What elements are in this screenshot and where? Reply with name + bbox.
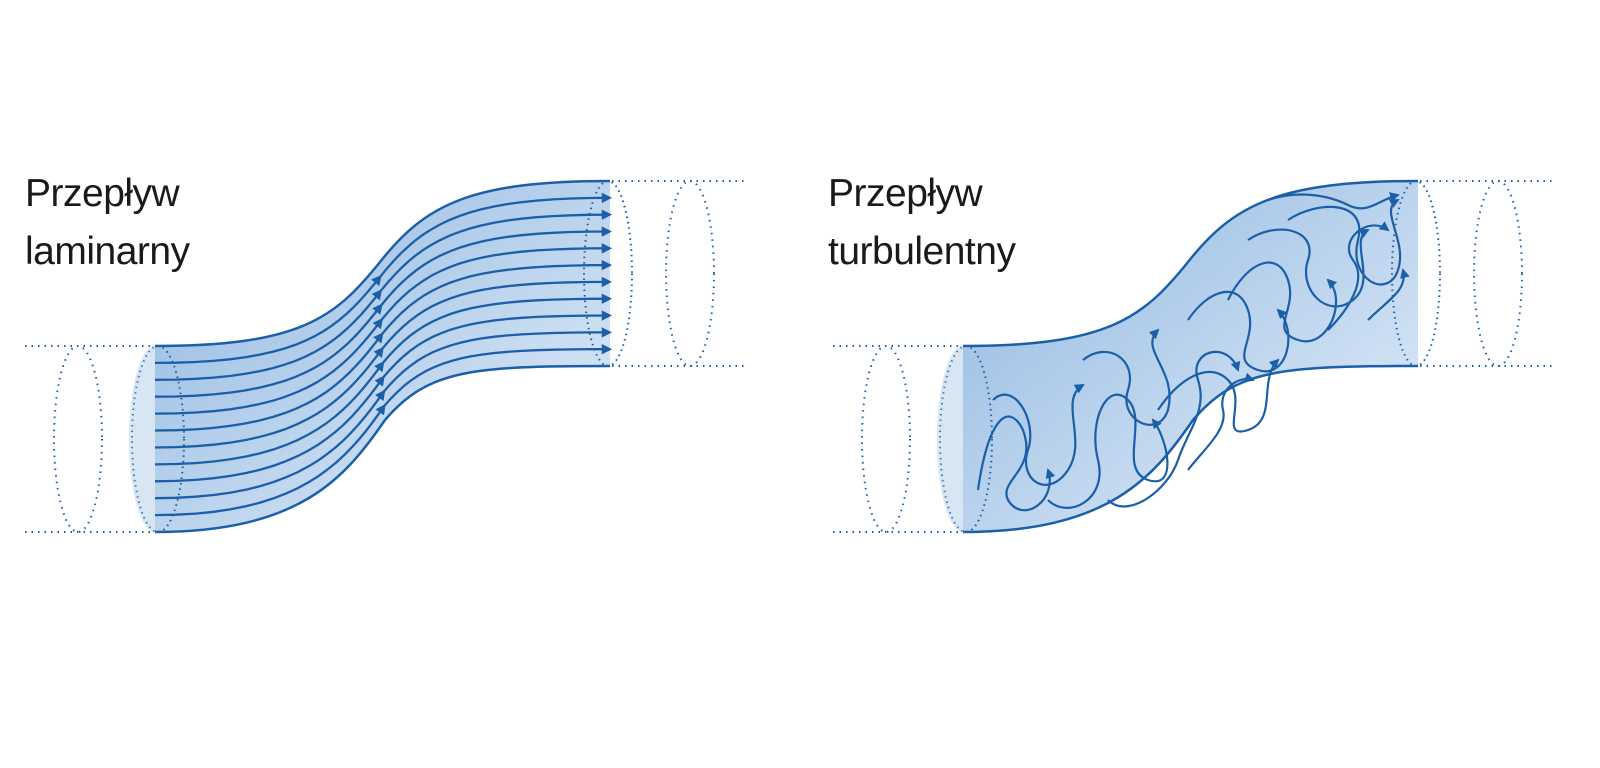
laminar-flow-title: Przepływ laminarny [25,165,190,281]
laminar-streamline [382,293,613,364]
laminar-streamline [154,389,386,500]
outlet-guide-ellipse [1473,180,1523,367]
turbulent-eddy-streamline [1187,290,1290,373]
laminar-streamline [380,209,613,292]
laminar-streamline [381,276,613,349]
turbulent-eddy-streamline [1187,372,1255,471]
pipe-top-edge [154,179,611,348]
laminar-streamline [383,327,613,393]
inlet-guide-ellipse [861,345,911,533]
pipe-outlet-ellipse [1391,180,1441,367]
laminar-streamline [154,403,386,517]
turbulent-eddy-streamline [1157,358,1280,433]
turbulent-eddy-streamline [1227,261,1338,343]
laminar-streamline [154,346,384,449]
pipe-bottom-edge [962,364,1419,534]
turbulent-eddy-streamline [1082,328,1171,426]
turbulent-eddy-streamline [1367,268,1410,321]
turbulent-eddy-streamline [1327,221,1390,331]
turbulent-eddy-streamline [976,415,1056,512]
laminar-streamline [379,192,613,278]
outlet-guide-ellipse [665,180,715,367]
pipe-top-edge [962,179,1419,348]
laminar-streamline [154,332,384,432]
laminar-streamline [154,274,382,365]
laminar-streamline [382,310,613,378]
pipe-inlet-ellipse [939,345,993,533]
turbulent-eddy-streamline [1287,199,1402,286]
turbulent-eddy-streamline [1267,192,1400,210]
laminar-streamline [383,344,613,407]
inlet-guide-ellipse [53,345,103,533]
turbulent-title-line2: turbulentny [828,230,1016,273]
turbulent-eddy-streamline [1247,228,1370,308]
laminar-title-line1: Przepływ [25,172,180,215]
pipe-outlet-ellipse [583,180,633,367]
laminar-streamline [154,303,383,398]
pipe-inlet-face [937,346,963,532]
laminar-streamline [381,259,613,335]
laminar-streamline [154,317,384,415]
laminar-streamline [154,289,383,381]
turbulent-eddy-streamline [1047,393,1169,509]
pipe-body [963,181,1418,532]
laminar-streamline [380,243,613,321]
laminar-streamline [154,375,385,483]
pipe-inlet-ellipse [131,345,185,533]
turbulent-flow-title: Przepływ turbulentny [828,165,1016,281]
laminar-title-line2: laminarny [25,230,190,273]
pipe-inlet-face [129,346,155,532]
pipe-bottom-edge [154,364,611,534]
laminar-streamline [380,226,613,306]
turbulent-pipe [833,179,1556,534]
laminar-streamline [154,360,385,466]
turbulent-eddy-streamline [992,383,1085,486]
turbulent-eddy-streamline [1107,350,1241,508]
laminar-pipe [25,179,748,534]
turbulent-title-line1: Przepływ [828,172,983,215]
